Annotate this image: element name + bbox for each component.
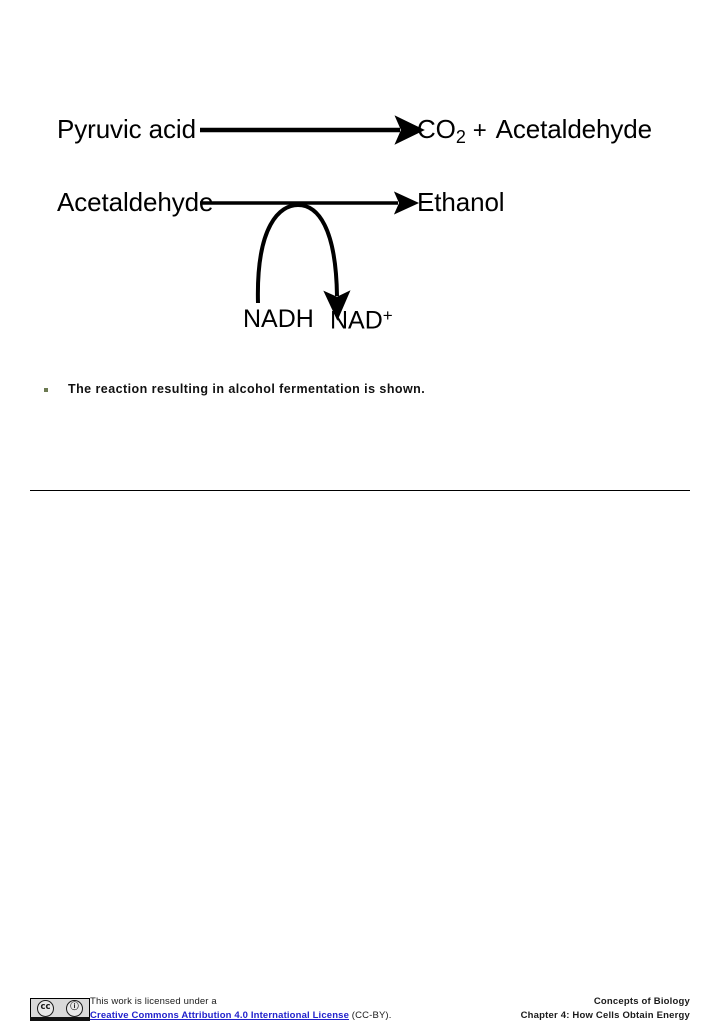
license-suffix: (CC-BY). [349,1009,392,1021]
footer-book-title: Concepts of Biology [593,996,690,1007]
creative-commons-badge-icon: cc ⓘ [30,998,90,1019]
label-nad-plus: NAD+ [330,307,393,334]
creative-commons-badge-shadow [30,1017,90,1021]
label-co2-plus-acetaldehyde: CO2 + Acetaldehyde [417,116,652,146]
license-line-1: This work is licensed under a [90,996,217,1007]
label-co2-subscript: 2 [455,127,466,148]
label-co2-base: CO [417,114,456,144]
label-ethanol: Ethanol [417,187,505,217]
footer-divider [30,490,690,491]
list-item: The reaction resulting in alcohol fermen… [0,380,720,402]
label-nad-base: NAD [330,306,383,335]
license-text: This work is licensed under a Creative C… [90,995,392,1023]
cc-circle-icon: cc [37,1000,54,1017]
label-nad-superscript: + [382,306,393,325]
bullet-text: The reaction resulting in alcohol fermen… [68,382,426,396]
reaction-diagram: Pyruvic acid CO2 + Acetaldehyde Acetaldehy… [0,0,720,360]
bullet-marker-icon [44,388,48,392]
license-line-2: Creative Commons Attribution 4.0 Interna… [90,1009,392,1023]
label-acetaldehyde-product: Acetaldehyde [495,114,653,144]
footer-chapter: Chapter 4: How Cells Obtain Energy [520,1010,690,1022]
plus-sign: + [472,117,487,144]
cc-by-person-icon: ⓘ [66,1000,83,1017]
reaction-arrows [200,115,425,321]
footer: cc ⓘ This work is licensed under a Creat… [0,496,720,1021]
footer-attribution: Concepts of Biology Chapter 4: How Cells… [521,995,690,1024]
curved-arrow-nadh-to-nad [255,202,351,321]
bullet-list: The reaction resulting in alcohol fermen… [0,380,720,402]
label-acetaldehyde-reactant: Acetaldehyde [57,187,214,217]
label-nadh: NADH [243,305,314,333]
creative-commons-license-link[interactable]: Creative Commons Attribution 4.0 Interna… [90,1009,350,1021]
label-pyruvic-acid: Pyruvic acid [57,114,196,144]
